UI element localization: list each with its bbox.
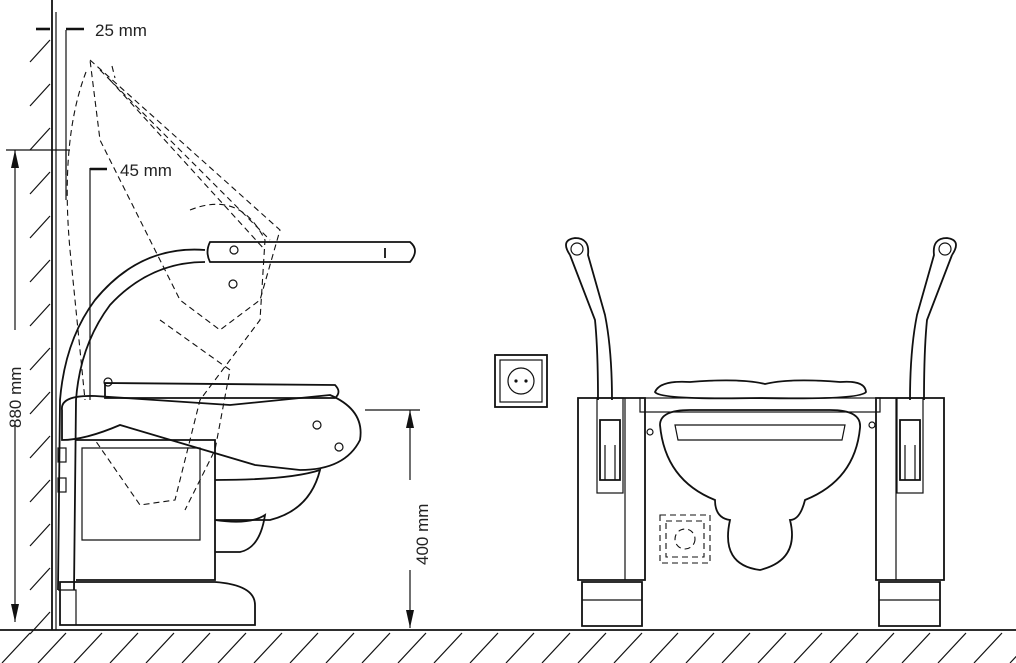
floor (0, 629, 1016, 663)
hatch-line (865, 632, 895, 663)
hatch-line (1, 632, 31, 663)
hatch-line (757, 632, 787, 663)
hatch-line (145, 632, 175, 663)
hatch-line (29, 611, 51, 635)
dimension-880mm: 880 mm (6, 149, 70, 622)
hatch-line (613, 632, 643, 663)
hatch-line (29, 303, 51, 327)
front-view-toilet-lift (565, 237, 957, 627)
hatch-line (181, 632, 211, 663)
hatch-line (217, 632, 247, 663)
dimension-label-400mm: 400 mm (413, 504, 432, 565)
hatch-line (361, 632, 391, 663)
hatch-line (253, 632, 283, 663)
dimension-label-25mm: 25 mm (95, 21, 147, 40)
hatch-line (29, 479, 51, 503)
hatch-line (433, 632, 463, 663)
hatch-line (685, 632, 715, 663)
hatch-line (289, 632, 319, 663)
hatch-line (901, 632, 931, 663)
hatch-line (29, 391, 51, 415)
wall-socket (494, 354, 548, 408)
hatch-line (29, 523, 51, 547)
hatch-line (29, 127, 51, 151)
hatch-line (29, 567, 51, 591)
hatch-line (109, 632, 139, 663)
hatch-line (29, 435, 51, 459)
hatch-line (29, 83, 51, 107)
dimension-label-45mm: 45 mm (120, 161, 172, 180)
hatch-line (1009, 655, 1016, 663)
wall-hatching (29, 39, 51, 635)
side-view-toilet-lift (57, 58, 416, 626)
floor-hatching (1, 632, 1016, 663)
hatch-line (505, 632, 535, 663)
hatch-line (721, 632, 751, 663)
hatch-line (37, 632, 67, 663)
hatch-line (29, 259, 51, 283)
hatch-line (29, 39, 51, 63)
wall (29, 0, 57, 635)
hatch-line (793, 632, 823, 663)
hatch-line (29, 347, 51, 371)
hatch-line (577, 632, 607, 663)
hatch-line (469, 632, 499, 663)
hatch-line (325, 632, 355, 663)
hatch-line (829, 632, 859, 663)
hatch-line (397, 632, 427, 663)
hatch-line (73, 632, 103, 663)
hatch-line (29, 171, 51, 195)
hatch-line (649, 632, 679, 663)
dimension-label-880mm: 880 mm (6, 367, 25, 428)
hatch-line (973, 632, 1003, 663)
hatch-line (937, 632, 967, 663)
hatch-line (29, 215, 51, 239)
dimension-400mm: 400 mm (365, 409, 432, 628)
hatch-line (541, 632, 571, 663)
dimension-45mm: 45 mm (65, 150, 172, 400)
